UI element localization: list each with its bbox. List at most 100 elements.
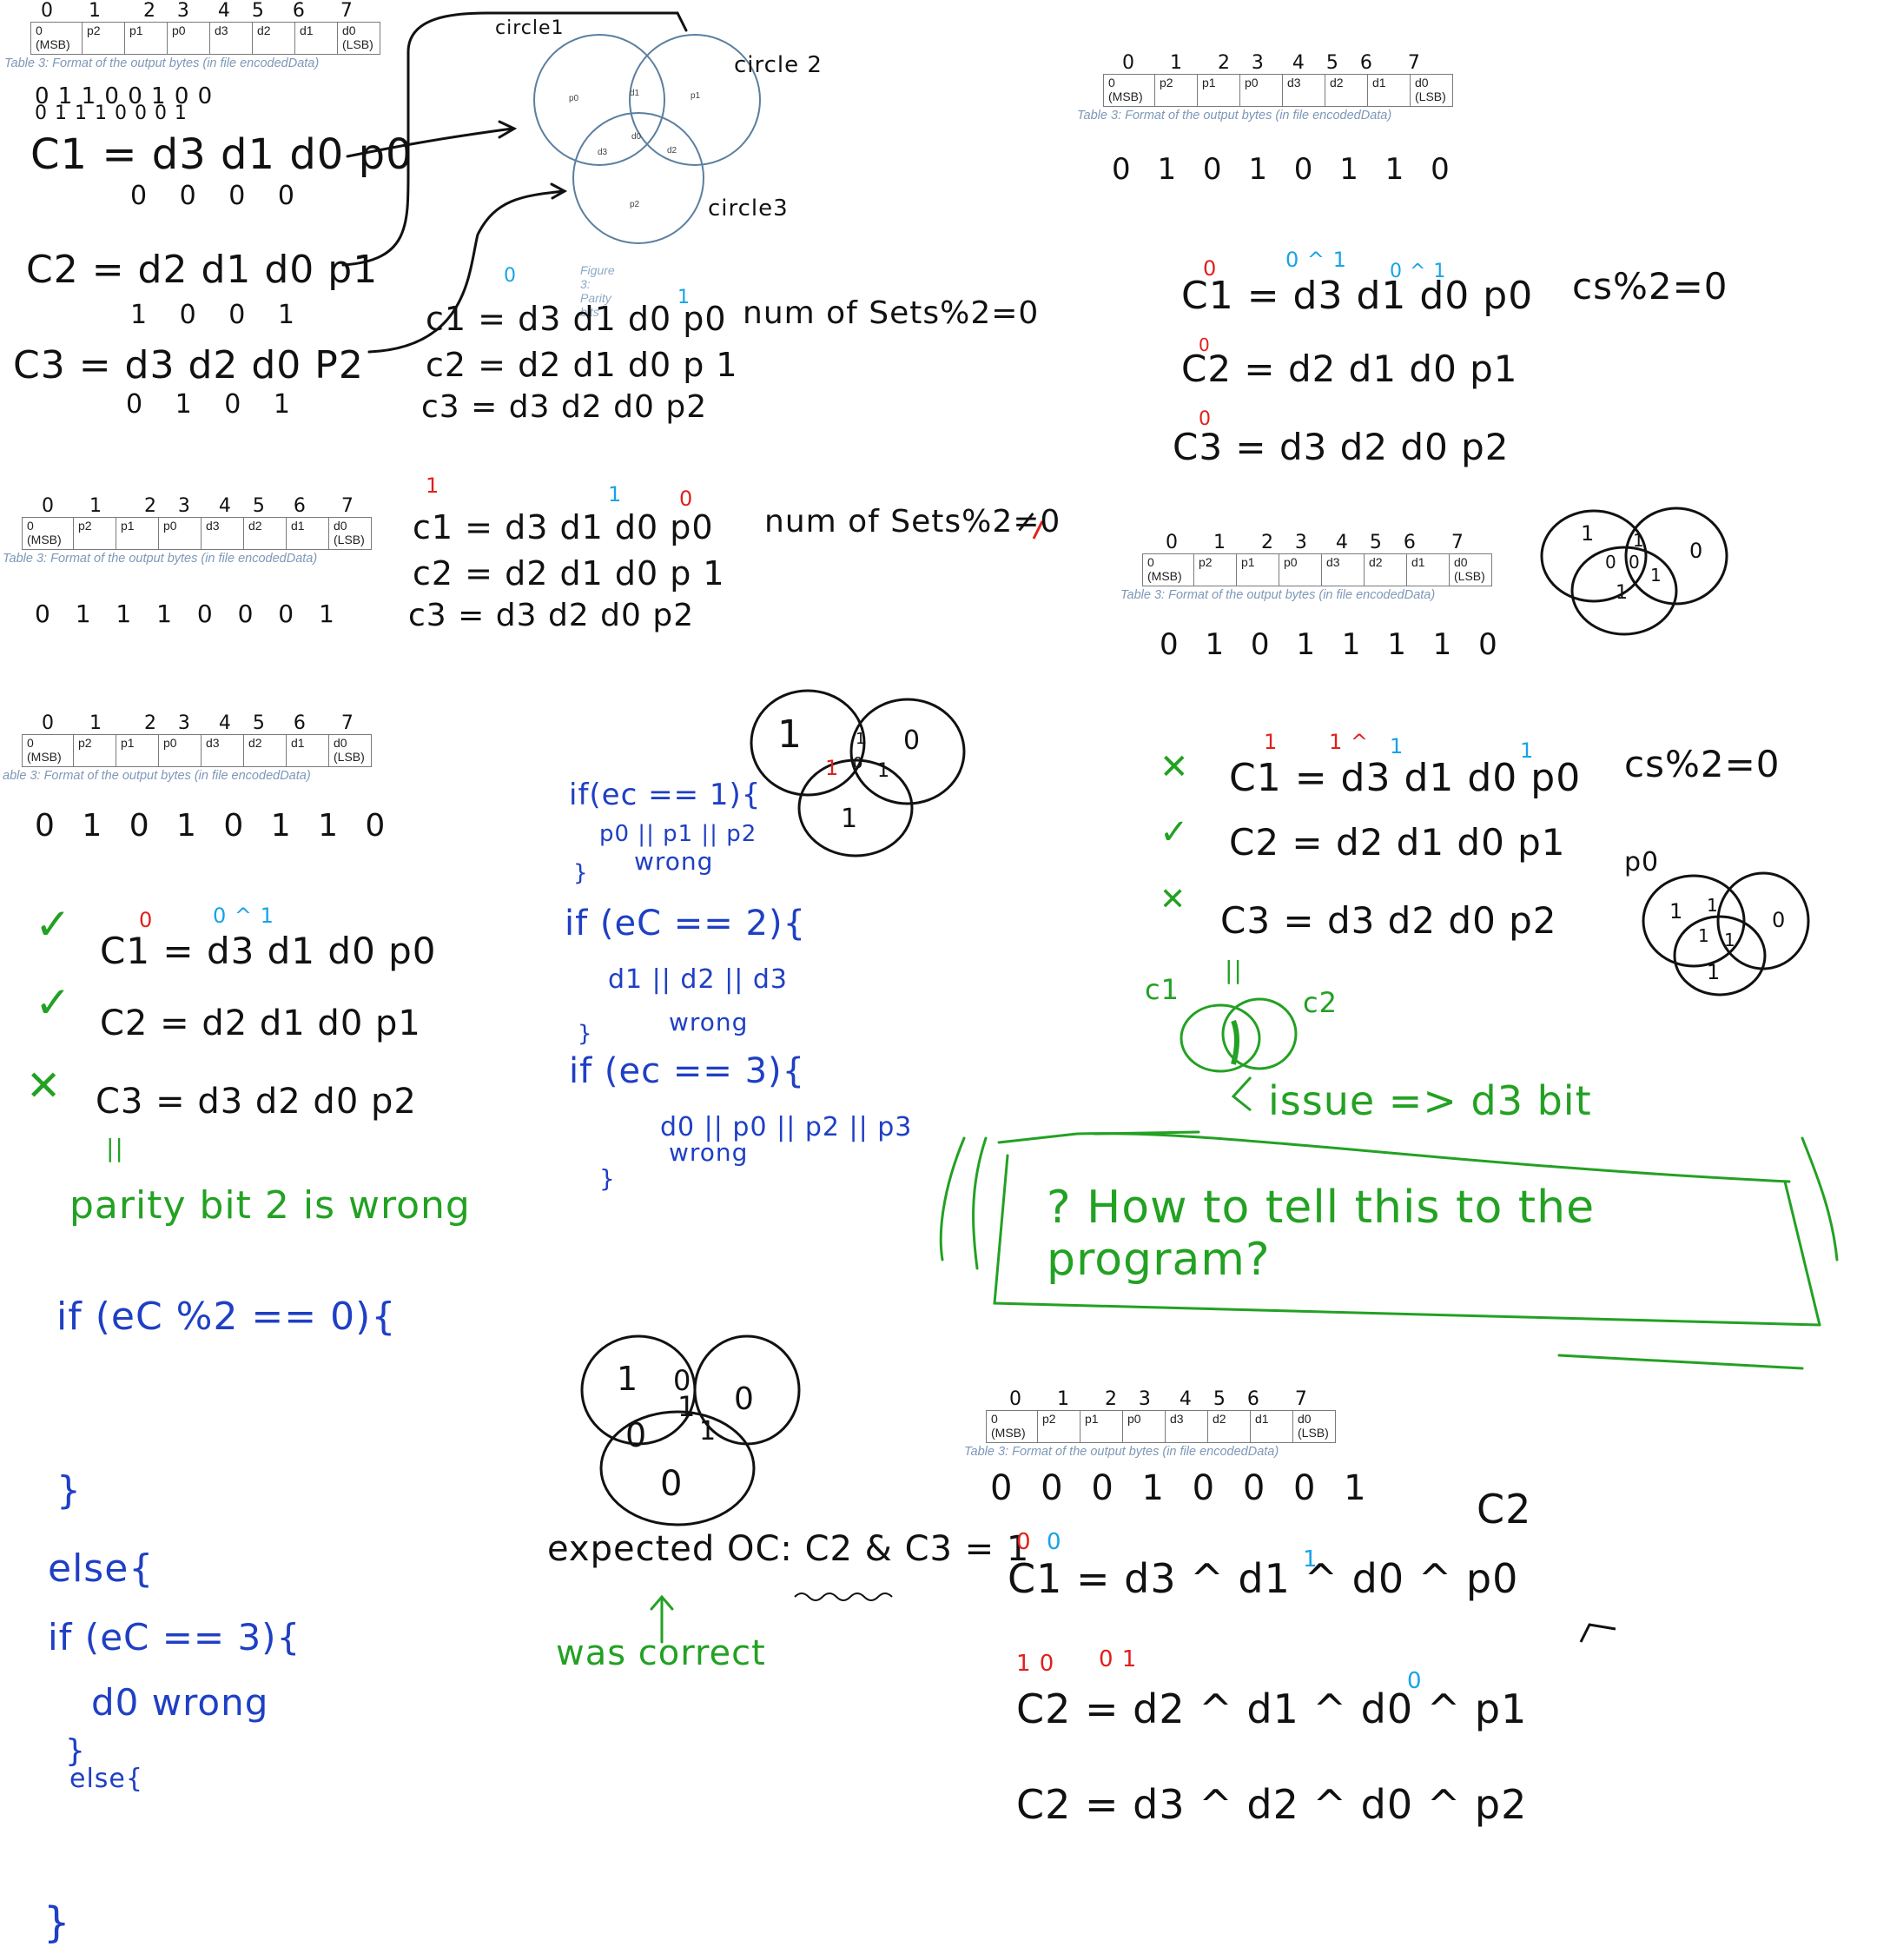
bit-index-row: 0 1 2 3 4 5 6 7 [1166, 532, 1464, 553]
table-caption: Table 3: Format of the output bytes (in … [1077, 109, 1392, 122]
figure-caption: Figure 3: Parity bits [580, 263, 615, 319]
format-table-5: 0 1 2 3 4 5 6 7 0(MSB) p2 p1 p0 d3 d2 d1… [3, 712, 372, 783]
bits-row-flipped: 0 1 0 1 1 1 1 0 [1160, 627, 1506, 662]
c3-equation: c3 = d3 d2 d0 p2 [421, 389, 708, 425]
c1-equation: C1 = d3 d1 d0 p0 [1181, 274, 1534, 318]
code-line: } [573, 860, 589, 886]
code-line: if (eC == 2){ [565, 904, 807, 944]
check-c2: ✓ [35, 977, 72, 1028]
c3-bits: 0 1 0 1 [126, 389, 302, 420]
bit-index-row: 0 1 2 3 4 5 6 7 [41, 0, 354, 22]
format-table-2: 0 1 2 3 4 5 6 7 0(MSB) p2 p1 p0 d3 d2 d1… [1077, 52, 1453, 122]
bits-row-2: 0 1 1 1 0 0 0 1 [35, 103, 188, 124]
code-d0-wrong: d0 wrong [91, 1681, 269, 1724]
odd-sets-note: num of Sets%2≠0 [764, 504, 1061, 540]
venn-label-p0: p0 [569, 94, 579, 103]
venn-sketch-top-right [1540, 507, 1728, 636]
c1-equation: c1 = d3 d1 d0 p0 [413, 508, 714, 546]
code-close-brace: } [56, 1468, 82, 1513]
not-equal-strike [1032, 520, 1044, 540]
format-table-6: 0 1 2 3 4 5 6 7 0(MSB) p2 p1 p0 d3 d2 d1… [964, 1388, 1336, 1459]
bit-index-row: 0 1 2 3 4 5 6 7 [1122, 52, 1421, 74]
code-line: if (ec == 3){ [569, 1051, 806, 1091]
bit-index-row: 0 1 2 3 4 5 6 7 [1009, 1388, 1308, 1410]
cross-c1: ✕ [1160, 747, 1190, 787]
cross-c3: ✕ [1160, 882, 1187, 917]
format-table: 0(MSB) p2 p1 p0 d3 d2 d1 d0(LSB) [986, 1410, 1336, 1443]
code-line: d1 || d2 || d3 [608, 964, 788, 995]
table-caption: able 3: Format of the output bytes (in f… [3, 769, 311, 783]
format-table: 0(MSB) p2 p1 p0 d3 d2 d1 d0(LSB) [1142, 553, 1492, 586]
code-line: p0 || p1 || p2 [599, 821, 757, 847]
c2-equation: C2 = d2 d1 d0 p1 [1181, 348, 1518, 390]
underline-squiggle [794, 1592, 893, 1601]
stray-mark [1579, 1623, 1616, 1643]
circle3-label: circle3 [708, 195, 789, 222]
venn-sketch-right-mid [1642, 871, 1810, 997]
c3-equation: c3 = d3 d2 d0 p2 [408, 598, 695, 633]
bits-row: 0 1 0 1 0 1 1 0 [35, 808, 394, 844]
code-line: wrong [669, 1138, 749, 1167]
code-else: else{ [48, 1546, 155, 1591]
c2-equation: C2 = d2 d1 d0 p1 [100, 1003, 421, 1043]
check-c2: ✓ [1160, 812, 1190, 852]
venn-label-p1: p1 [691, 91, 701, 101]
code-line: if(ec == 1){ [569, 778, 762, 812]
table-caption: Table 3: Format of the output bytes (in … [1120, 588, 1436, 602]
venn-label-d3: d3 [598, 148, 608, 157]
code-line: d0 || p0 || p2 || p3 [660, 1112, 913, 1142]
c2-bits: 1 0 0 1 [130, 300, 307, 330]
c2-equation: C2 = d2 d1 d0 p1 [26, 248, 379, 292]
code-if-three: if (eC == 3){ [48, 1616, 301, 1659]
c1-equation: c1 = d3 d1 d0 p0 [426, 300, 727, 338]
parity-venn-figure [533, 34, 761, 244]
cs-mod-rule: cs%2=0 [1624, 743, 1781, 785]
c3-equation: C3 = d3 d2 d0 p2 [1220, 899, 1557, 942]
question-box [939, 1130, 1839, 1370]
c2-label: c2 [1303, 986, 1338, 1019]
bits-row-1: 0 1 1 0 0 1 0 0 [35, 83, 214, 109]
c1-equation: C1 = d3 d1 d0 p0 [1229, 756, 1582, 800]
format-table-4: 0 1 2 3 4 5 6 7 0(MSB) p2 p1 p0 d3 d2 d1… [1120, 532, 1492, 602]
format-table-1: 0 1 2 3 4 5 6 7 0(MSB) p2 p1 p0 d3 d2 d1… [4, 0, 380, 70]
circle1-label: circle1 [495, 17, 565, 39]
code-close-brace-3: } [43, 1898, 71, 1947]
code-line: wrong [634, 847, 714, 876]
venn-sketch-bottom [580, 1334, 801, 1526]
venn-sketch-middle [750, 689, 966, 858]
equals-mark: || [1225, 956, 1243, 984]
cs-mod-rule: cs%2=0 [1572, 265, 1728, 308]
bits-row: 0 1 0 1 0 1 1 0 [1112, 152, 1458, 187]
c2-equation: c2 = d2 d1 d0 p 1 [413, 554, 725, 593]
bit-index-row: 0 1 2 3 4 5 6 7 [42, 495, 354, 517]
c1-xor-equation: C1 = d3 ^ d1 ^ d0 ^ p0 [1008, 1555, 1519, 1602]
code-else-2: else{ [69, 1764, 143, 1794]
received-bits: 0 1 1 1 0 0 0 1 [35, 599, 343, 628]
table-caption: Table 3: Format of the output bytes (in … [4, 56, 320, 70]
venn-label-d2: d2 [667, 146, 677, 156]
c2-xor-equation: C2 = d2 ^ d1 ^ d0 ^ p1 [1016, 1685, 1528, 1732]
code-line: } [599, 1164, 616, 1193]
venn-label-p2: p2 [630, 200, 640, 209]
p0-label: p0 [1624, 847, 1660, 877]
format-table: 0(MSB) p2 p1 p0 d3 d2 d1 d0(LSB) [22, 517, 372, 550]
connector-arrows [341, 11, 688, 354]
format-table: 0(MSB) p2 p1 p0 d3 d2 d1 d0(LSB) [30, 22, 380, 55]
table-caption: Table 3: Format of the output bytes (in … [3, 552, 318, 566]
was-correct-arrow [650, 1594, 674, 1644]
code-line: } [578, 1021, 593, 1047]
venn-label-d0: d0 [631, 132, 642, 142]
bit-index-row: 0 1 2 3 4 5 6 7 [42, 712, 354, 734]
even-sets-note: num of Sets%2=0 [743, 295, 1040, 331]
question-note: ? How to tell this to the program? [1047, 1182, 1596, 1286]
table-caption: Table 3: Format of the output bytes (in … [964, 1445, 1279, 1459]
c1-equation: C1 = d3 d1 d0 p0 [30, 130, 413, 179]
check-c1: ✓ [35, 899, 72, 950]
code-line: wrong [669, 1008, 749, 1036]
c1-c2-overlap-sketch [1180, 997, 1298, 1112]
c3-xor-equation: C2 = d3 ^ d2 ^ d0 ^ p2 [1016, 1781, 1528, 1828]
c2-equation: C2 = d2 d1 d0 p1 [1229, 821, 1566, 864]
c3-equation: C3 = d3 d2 d0 p2 [1173, 426, 1510, 468]
format-table: 0(MSB) p2 p1 p0 d3 d2 d1 d0(LSB) [22, 734, 372, 767]
